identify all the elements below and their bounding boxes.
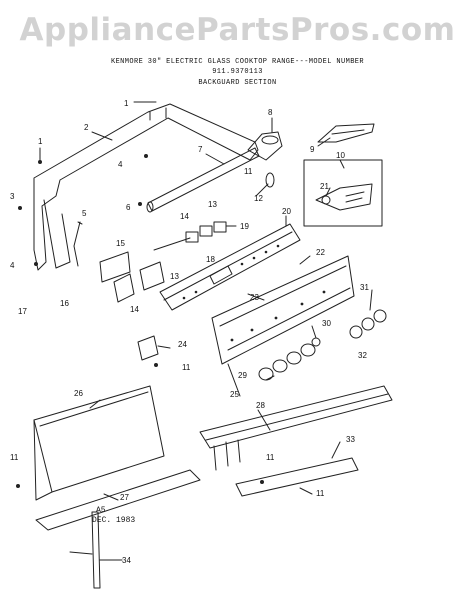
part-knobs-left	[258, 343, 316, 381]
part-knobs-right	[349, 309, 387, 339]
section-title: BACKGUARD SECTION	[198, 79, 277, 87]
part-clock-timer	[303, 159, 383, 227]
footer-date: DEC. 1983	[92, 516, 136, 525]
part-flat-strip	[35, 469, 201, 531]
callout-8: 8	[268, 108, 273, 117]
callout-25: 25	[230, 390, 239, 399]
part-end-bracket	[247, 131, 283, 161]
part-wire-lead	[73, 221, 83, 267]
part-bottom-strip	[235, 457, 359, 497]
callout-2: 2	[84, 123, 89, 132]
callout-13: 13	[208, 200, 217, 209]
watermark-text: AppliancePartsPros.com	[19, 12, 456, 48]
part-small-bracket	[265, 172, 275, 188]
callout-29: 29	[238, 371, 247, 380]
part-post	[69, 511, 101, 589]
callout-15: 15	[116, 239, 125, 248]
callout-9: 9	[310, 145, 315, 154]
callout-5: 5	[82, 209, 87, 218]
callout-23: 23	[250, 293, 259, 302]
diagram-title: KENMORE 30" ELECTRIC GLASS COOKTOP RANGE…	[110, 58, 365, 66]
callout-11: 11	[244, 167, 253, 176]
callout-17: 17	[18, 307, 27, 316]
callout-18: 18	[206, 255, 215, 264]
callout-34: 34	[122, 556, 131, 565]
callout-4: 4	[118, 160, 123, 169]
callout-14: 14	[180, 212, 189, 221]
callout-labels: 1 1 2 3 4 4 5 6 7 8 9 10 11 11 11 11 11 …	[10, 99, 369, 565]
callout-14: 14	[130, 305, 139, 314]
callout-6: 6	[126, 203, 131, 212]
part-control-panel	[159, 223, 301, 311]
callout-1: 1	[38, 137, 43, 146]
callout-10: 10	[336, 151, 345, 160]
callout-11: 11	[316, 489, 325, 498]
part-rod	[146, 147, 260, 213]
part-switches	[99, 221, 227, 303]
callout-11: 11	[266, 453, 275, 462]
callout-19: 19	[240, 222, 249, 231]
callout-3: 3	[10, 192, 15, 201]
footer-code: A5	[96, 506, 106, 515]
callout-26: 26	[74, 389, 83, 398]
callout-33: 33	[346, 435, 355, 444]
callout-4: 4	[10, 261, 15, 270]
callout-7: 7	[198, 145, 203, 154]
part-small-plate	[137, 335, 159, 361]
part-lamp-lens	[317, 123, 375, 143]
callout-20: 20	[282, 207, 291, 216]
part-glass-panel	[211, 255, 355, 365]
callout-16: 16	[60, 299, 69, 308]
callout-1: 1	[124, 99, 129, 108]
callout-22: 22	[316, 248, 325, 257]
callout-21: 21	[320, 182, 329, 191]
callout-31: 31	[360, 283, 369, 292]
callout-24: 24	[178, 340, 187, 349]
callout-27: 27	[120, 493, 129, 502]
part-backguard-frame	[33, 103, 259, 271]
part-rear-cover	[33, 385, 165, 501]
callout-11: 11	[182, 363, 191, 372]
part-knob-small	[311, 337, 321, 347]
callout-12: 12	[254, 194, 263, 203]
callout-32: 32	[358, 351, 367, 360]
leader-lines	[39, 101, 373, 561]
callout-30: 30	[322, 319, 331, 328]
callout-13: 13	[170, 272, 179, 281]
screws	[16, 154, 264, 488]
callout-11: 11	[10, 453, 19, 462]
model-number: 911.9370113	[212, 68, 263, 76]
callout-28: 28	[256, 401, 265, 410]
part-vent-grille	[199, 385, 393, 471]
